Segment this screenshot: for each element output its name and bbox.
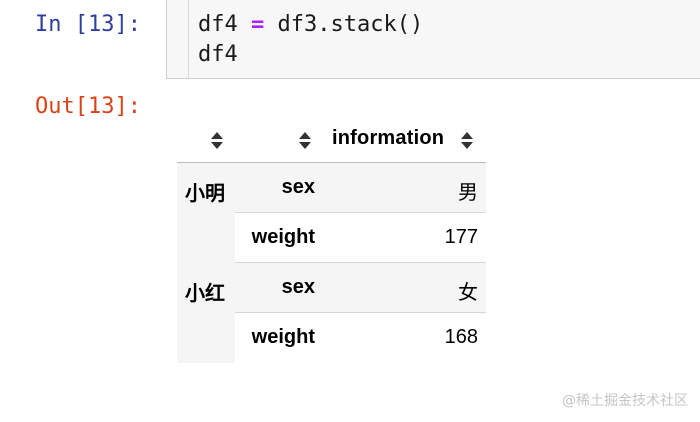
table-row: sex 女 [235, 263, 486, 313]
code-cell[interactable] [166, 0, 700, 79]
index-level1-label: weight [251, 326, 315, 348]
index-level1-label: weight [251, 226, 315, 248]
sort-icon[interactable] [211, 132, 223, 150]
cell-value: 男 [458, 182, 478, 204]
table-row: weight 177 [235, 213, 486, 263]
column-header-information: information [332, 127, 445, 149]
cell-value: 177 [444, 226, 478, 248]
code-editor[interactable]: df4 = df3.stack() df4 [198, 10, 423, 70]
table-row: weight 168 [235, 313, 486, 363]
code-gutter [188, 0, 189, 79]
code-line-2: df4 [198, 42, 238, 67]
index-level1-label: sex [281, 276, 315, 298]
sort-icon[interactable] [299, 132, 311, 150]
dataframe-table: information 小明 sex 男 weight 177 小红 sex 女… [177, 118, 486, 363]
code-var: df4 [198, 12, 238, 37]
table-row: sex 男 [235, 163, 486, 213]
code-operator: = [251, 12, 265, 37]
index-level0-cell: 小红 [177, 263, 235, 363]
sort-icon[interactable] [461, 132, 473, 150]
code-expression: df3.stack() [277, 12, 424, 37]
index-level0-cell: 小明 [177, 163, 235, 263]
cell-value: 168 [444, 326, 478, 348]
output-prompt: Out[13]: [35, 94, 141, 119]
cell-value: 女 [458, 282, 478, 304]
table-header: information [177, 118, 486, 163]
index-level0-label: 小红 [185, 283, 225, 305]
input-prompt: In [13]: [35, 12, 141, 37]
index-level1-label: sex [281, 176, 315, 198]
index-group: 小红 sex 女 weight 168 [177, 263, 486, 363]
index-level0-label: 小明 [185, 183, 225, 205]
watermark: @稀土掘金技术社区 [562, 393, 688, 409]
index-group: 小明 sex 男 weight 177 [177, 163, 486, 263]
